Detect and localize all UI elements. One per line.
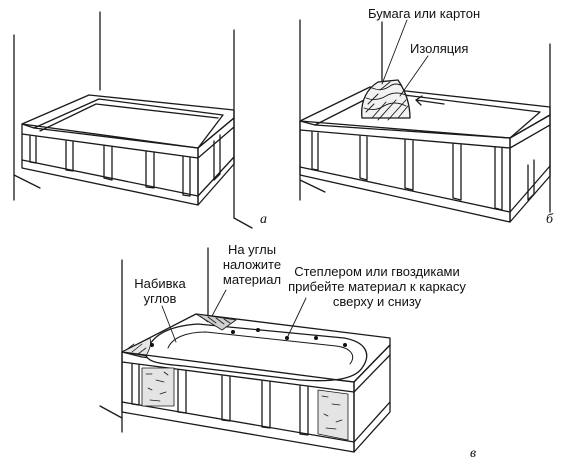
staple-marks: [150, 328, 347, 347]
label-paper-or-cardboard: Бумага или картон: [368, 6, 481, 21]
panel-a-studs: [29, 135, 191, 197]
corner-stuffing: [121, 313, 237, 357]
panel-c-letter: в: [470, 446, 477, 461]
label-insulation: Изоляция: [410, 41, 469, 56]
panel-c-side-frame: [353, 344, 391, 453]
panel-a-letter: а: [260, 212, 267, 227]
panel-a-floor-line: [13, 174, 41, 189]
label-corner-stuffing: Набивка углов: [134, 276, 186, 306]
panel-b-letter: б: [546, 212, 554, 227]
panel-c-studs: [131, 363, 309, 436]
label-corners-material: На углы наложите материал: [222, 242, 282, 287]
bathtub: [145, 323, 368, 382]
label-staple-instruction: Степлером или гвоздиками прибейте матери…: [288, 264, 466, 309]
panel-a-side-frame: [197, 117, 235, 206]
insert-arrow: [415, 99, 445, 105]
panel-b-side-frame: [509, 114, 551, 223]
panel-b-studs: [311, 131, 503, 211]
insulation-blocks: [141, 367, 349, 441]
